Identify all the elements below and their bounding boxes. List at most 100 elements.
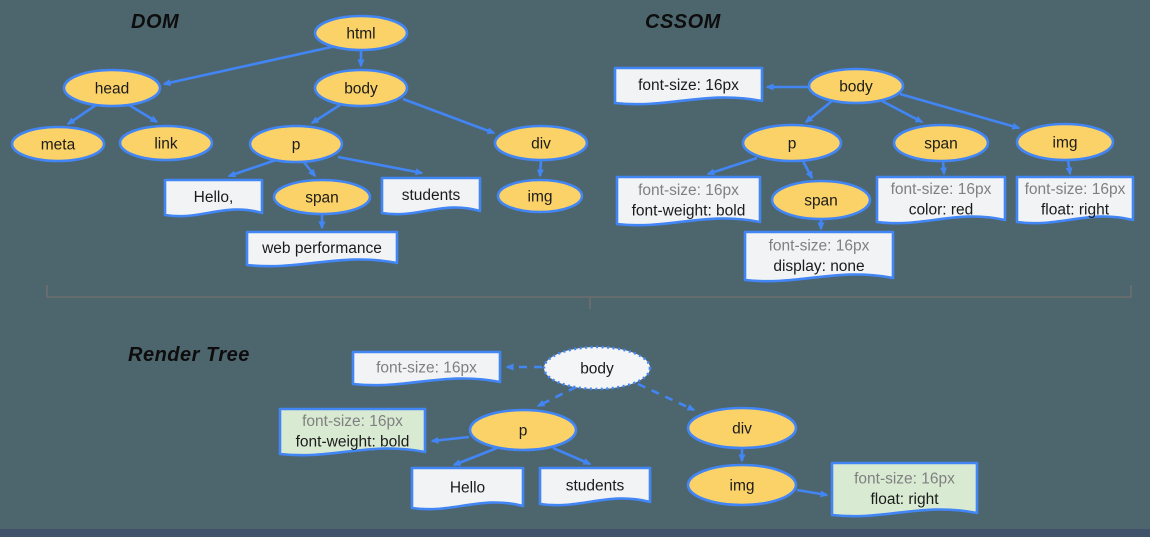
dom-node-img: img [496,178,584,214]
dom-node-span: span [272,178,372,216]
dom-node-body-shape [313,68,409,108]
dom-node-p-shape [248,124,344,164]
cssom-node-img: img [1015,122,1115,162]
render-rule-body: font-size: 16px [351,350,502,387]
render-rule-body-line-0: font-size: 16px [376,360,477,377]
section-divider-line [46,285,1132,309]
render-rule-body-shape [351,350,502,387]
render-rule-p-shape [278,407,427,457]
edge-render-img-rule [796,488,829,498]
render-rule-img-shape [830,461,979,518]
cssom-rule-span-line-1: color: red [909,201,974,218]
dom-node-span-label: span [305,190,339,207]
dom-text-hello-line-0: Hello, [194,189,234,206]
dom-node-p-label: p [292,137,301,154]
cssom-rule-span-child-shape [743,230,895,283]
cssom-node-span-child-shape [770,179,872,221]
cssom-node-img-shape [1015,122,1115,162]
render-text-students-line-0: students [566,478,625,495]
edge-dom-p-span [301,160,317,178]
cssom-rule-img: font-size: 16px float: right [1015,175,1135,225]
render-rule-img: font-size: 16px float: right [830,461,979,518]
edge-cssom-body-p [804,99,833,124]
cssom-node-p: p [741,123,843,163]
render-rule-p-line-0: font-size: 16px [302,413,403,430]
dom-section-title: DOM [131,11,180,33]
cssom-node-body: body [807,67,905,105]
dom-node-div: div [493,124,589,162]
cssom-rule-body: font-size: 16px [613,66,764,106]
dom-text-hello: Hello, [163,178,264,218]
dom-node-link: link [118,124,214,162]
edge-dom-body-p [310,103,341,125]
dom-node-img-label: img [528,189,553,206]
cssom-rule-body-line-0: font-size: 16px [638,77,739,94]
cssom-node-span-child: span [770,179,872,221]
cssom-rule-p-shape [615,175,762,227]
dom-node-body: body [313,68,409,108]
cssom-node-p-label: p [788,136,797,153]
edge-cssom-p-rule [706,156,758,176]
dom-node-head-label: head [95,81,129,98]
edge-cssom-body-span [881,99,924,124]
edge-dom-p-hello [227,158,277,178]
render-node-p-shape [468,408,578,452]
dom-node-head-shape [62,68,162,108]
render-text-students: students [538,466,652,507]
render-text-students-shape [538,466,652,507]
cssom-rule-img-line-1: float: right [1041,201,1110,218]
cssom-node-span-child-label: span [804,193,838,210]
cssom-node-p-shape [741,123,843,163]
bottom-strip [0,529,1150,537]
dom-node-div-label: div [531,136,551,153]
render-node-body-shape [542,345,652,391]
edge-dom-html-head [162,44,337,87]
cssom-rule-p-line-0: font-size: 16px [638,182,739,199]
render-node-img-shape [686,463,798,507]
cssom-node-body-label: body [839,79,873,96]
cssom-rule-p: font-size: 16px font-weight: bold [615,175,762,227]
render-node-div-label: div [732,421,752,438]
edge-render-body-p [536,385,577,408]
dom-node-meta: meta [10,125,106,163]
cssom-node-span-label: span [924,136,958,153]
edge-dom-head-meta [66,103,97,126]
edge-cssom-span-rule [940,160,947,176]
dom-text-students-line-0: students [402,187,461,204]
cssom-rule-img-shape [1015,175,1135,225]
render-node-p-label: p [519,423,528,440]
edge-cssom-body-img [899,92,1021,130]
render-rule-p: font-size: 16px font-weight: bold [278,407,427,457]
dom-node-meta-shape [10,125,106,163]
edge-render-p-students [552,446,592,466]
dom-text-web-performance: web performance [245,230,399,268]
render-node-img-label: img [730,478,755,495]
edge-render-p-rule [430,435,470,444]
edge-render-body-div [637,382,696,412]
cssom-node-span-shape [892,123,990,163]
cssom-rule-img-line-0: font-size: 16px [1025,181,1126,198]
render-rule-img-line-1: float: right [870,491,939,508]
edge-dom-body-div [402,97,496,135]
render-text-hello-shape [410,466,525,511]
cssom-rule-span-shape [875,175,1007,225]
edge-render-p-hello [452,446,498,467]
cssom-rule-p-line-1: font-weight: bold [632,202,746,219]
render-node-p: p [468,408,578,452]
render-text-hello: Hello [410,466,525,511]
render-rule-p-line-1: font-weight: bold [296,433,410,450]
edge-dom-div-img [536,159,544,178]
dom-node-p: p [248,124,344,164]
dom-node-span-shape [272,178,372,216]
boxes-layer: Hello, students web performance font-size: … [163,66,1135,518]
section-divider-brace [46,285,1132,309]
cssom-rule-body-shape [613,66,764,106]
render-rule-img-line-0: font-size: 16px [854,470,955,487]
dom-node-link-label: link [154,136,178,153]
cssom-node-body-shape [807,67,905,105]
dom-node-html-label: html [346,26,375,43]
